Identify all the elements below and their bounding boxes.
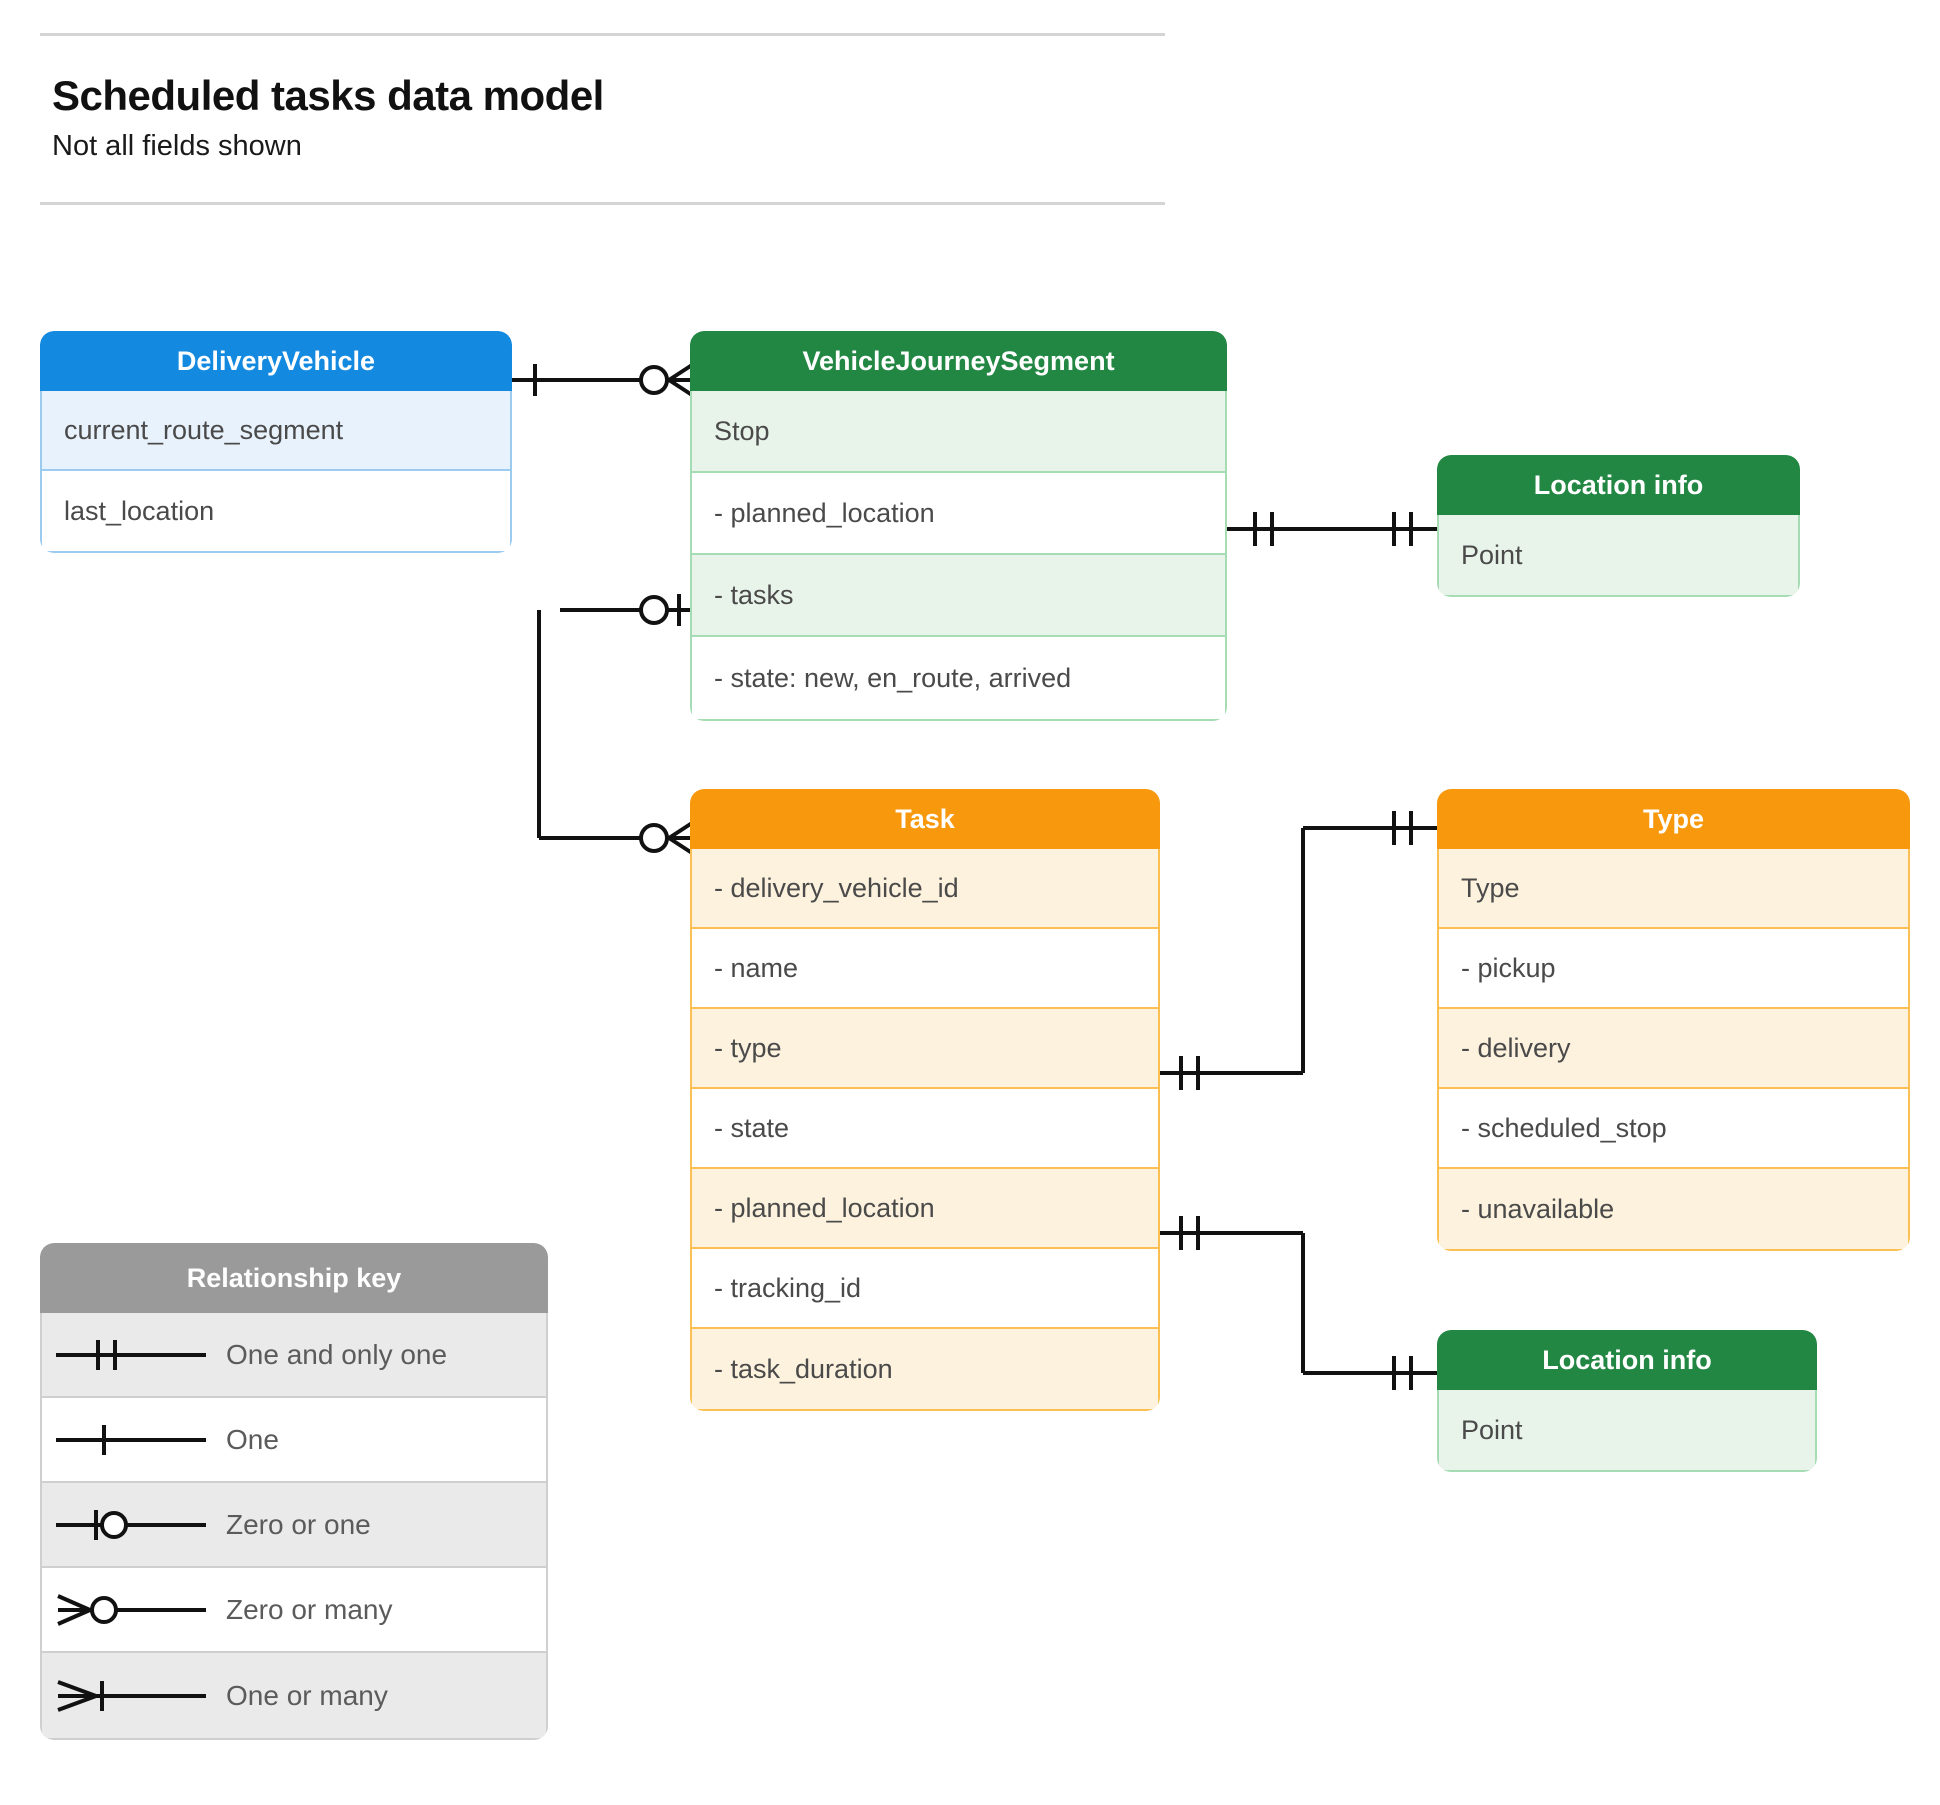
zero-or-one-icon xyxy=(42,1505,226,1545)
one-or-many-icon xyxy=(42,1676,226,1716)
legend-item-label: One xyxy=(226,1423,279,1455)
field-row[interactable]: - state xyxy=(692,1089,1158,1169)
entity-task[interactable]: Task - delivery_vehicle_id - name - type… xyxy=(690,789,1160,1411)
legend-item: Zero or many xyxy=(42,1568,546,1653)
field-row[interactable]: - pickup xyxy=(1439,929,1908,1009)
entity-delivery-vehicle[interactable]: DeliveryVehicle current_route_segment la… xyxy=(40,331,512,553)
legend-item-label: Zero or many xyxy=(226,1593,393,1625)
field-row[interactable]: last_location xyxy=(42,471,510,551)
legend-item-label: One or many xyxy=(226,1679,388,1711)
zero-or-many-icon xyxy=(42,1590,226,1630)
field-row[interactable]: Stop xyxy=(692,391,1225,473)
field-row[interactable]: Point xyxy=(1439,515,1798,595)
field-row[interactable]: - name xyxy=(692,929,1158,1009)
entity-title-type: Type xyxy=(1437,789,1910,849)
entity-location-info-top[interactable]: Location info Point xyxy=(1437,455,1800,597)
legend-item-label: Zero or one xyxy=(226,1508,371,1540)
header-divider-bottom xyxy=(40,202,1165,205)
field-row[interactable]: - delivery xyxy=(1439,1009,1908,1089)
field-row[interactable]: - unavailable xyxy=(1439,1169,1908,1249)
entity-vehicle-journey-segment[interactable]: VehicleJourneySegment Stop - planned_loc… xyxy=(690,331,1227,721)
entity-title-task: Task xyxy=(690,789,1160,849)
one-and-only-one-icon xyxy=(42,1335,226,1375)
entity-rows-task: - delivery_vehicle_id - name - type - st… xyxy=(690,849,1160,1411)
field-row[interactable]: Type xyxy=(1439,849,1908,929)
one-icon xyxy=(42,1420,226,1460)
legend-item: One xyxy=(42,1398,546,1483)
legend-item: Zero or one xyxy=(42,1483,546,1568)
field-row[interactable]: - delivery_vehicle_id xyxy=(692,849,1158,929)
entity-rows-delivery-vehicle: current_route_segment last_location xyxy=(40,391,512,553)
legend-rows: One and only one One xyxy=(40,1313,548,1740)
entity-rows-type: Type - pickup - delivery - scheduled_sto… xyxy=(1437,849,1910,1251)
legend-title: Relationship key xyxy=(40,1243,548,1313)
field-row[interactable]: - state: new, en_route, arrived xyxy=(692,637,1225,719)
entity-title-vehicle-journey-segment: VehicleJourneySegment xyxy=(690,331,1227,391)
relationship-key-legend: Relationship key One and only one xyxy=(40,1243,548,1740)
field-row[interactable]: - task_duration xyxy=(692,1329,1158,1409)
legend-item: One or many xyxy=(42,1653,546,1738)
entity-location-info-bottom[interactable]: Location info Point xyxy=(1437,1330,1817,1472)
field-row[interactable]: Point xyxy=(1439,1390,1815,1470)
legend-item: One and only one xyxy=(42,1313,546,1398)
entity-title-location-info-top: Location info xyxy=(1437,455,1800,515)
entity-type[interactable]: Type Type - pickup - delivery - schedule… xyxy=(1437,789,1910,1251)
field-row[interactable]: - type xyxy=(692,1009,1158,1089)
page-title: Scheduled tasks data model xyxy=(52,72,604,119)
field-row[interactable]: - scheduled_stop xyxy=(1439,1089,1908,1169)
legend-item-label: One and only one xyxy=(226,1338,448,1370)
header-divider-top xyxy=(40,33,1165,36)
field-row[interactable]: - tasks xyxy=(692,555,1225,637)
field-row[interactable]: - tracking_id xyxy=(692,1249,1158,1329)
entity-title-location-info-bottom: Location info xyxy=(1437,1330,1817,1390)
entity-title-delivery-vehicle: DeliveryVehicle xyxy=(40,331,512,391)
field-row[interactable]: - planned_location xyxy=(692,473,1225,555)
entity-rows-vehicle-journey-segment: Stop - planned_location - tasks - state:… xyxy=(690,391,1227,721)
field-row[interactable]: current_route_segment xyxy=(42,391,510,471)
page-subtitle: Not all fields shown xyxy=(52,130,302,162)
field-row[interactable]: - planned_location xyxy=(692,1169,1158,1249)
entity-rows-location-info-bottom: Point xyxy=(1437,1390,1817,1472)
entity-rows-location-info-top: Point xyxy=(1437,515,1800,597)
